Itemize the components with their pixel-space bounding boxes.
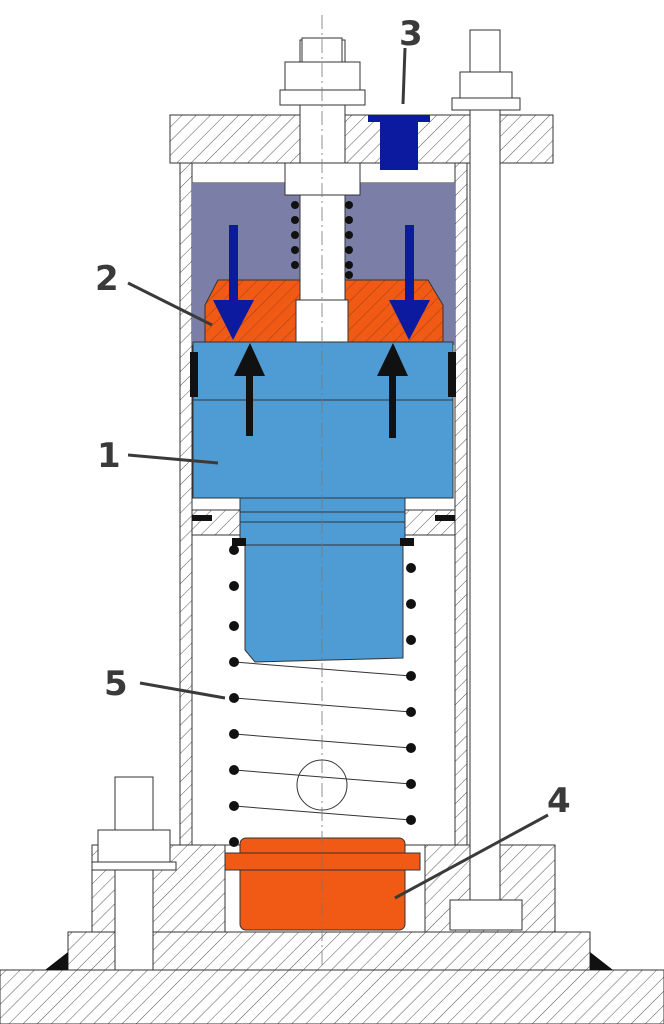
small-spring [291, 201, 353, 279]
label-2: 2 [95, 259, 119, 299]
inlet-port-3 [380, 117, 418, 170]
label-3: 3 [399, 14, 423, 54]
base-plate [67, 931, 591, 971]
arrow-down-left [213, 225, 254, 340]
arrow-up-right [377, 343, 408, 438]
bolt-left [114, 776, 154, 971]
cylinder-wall-left [179, 159, 193, 846]
cylinder-wall-right [454, 159, 468, 846]
center-rod-nut-top [284, 61, 361, 91]
label-4: 4 [547, 781, 571, 821]
bottom-stop-4 [239, 837, 406, 931]
piston-rod-lower [244, 544, 404, 663]
ground [0, 969, 664, 1024]
piston-1 [192, 341, 454, 499]
arrow-down-right [389, 225, 430, 340]
center-rod-nut-inner [284, 162, 361, 196]
label-5: 5 [104, 664, 128, 704]
spring-5 [233, 661, 412, 821]
tie-rod-right [469, 29, 501, 906]
arrow-up-left [234, 343, 265, 436]
label-1: 1 [97, 436, 121, 476]
